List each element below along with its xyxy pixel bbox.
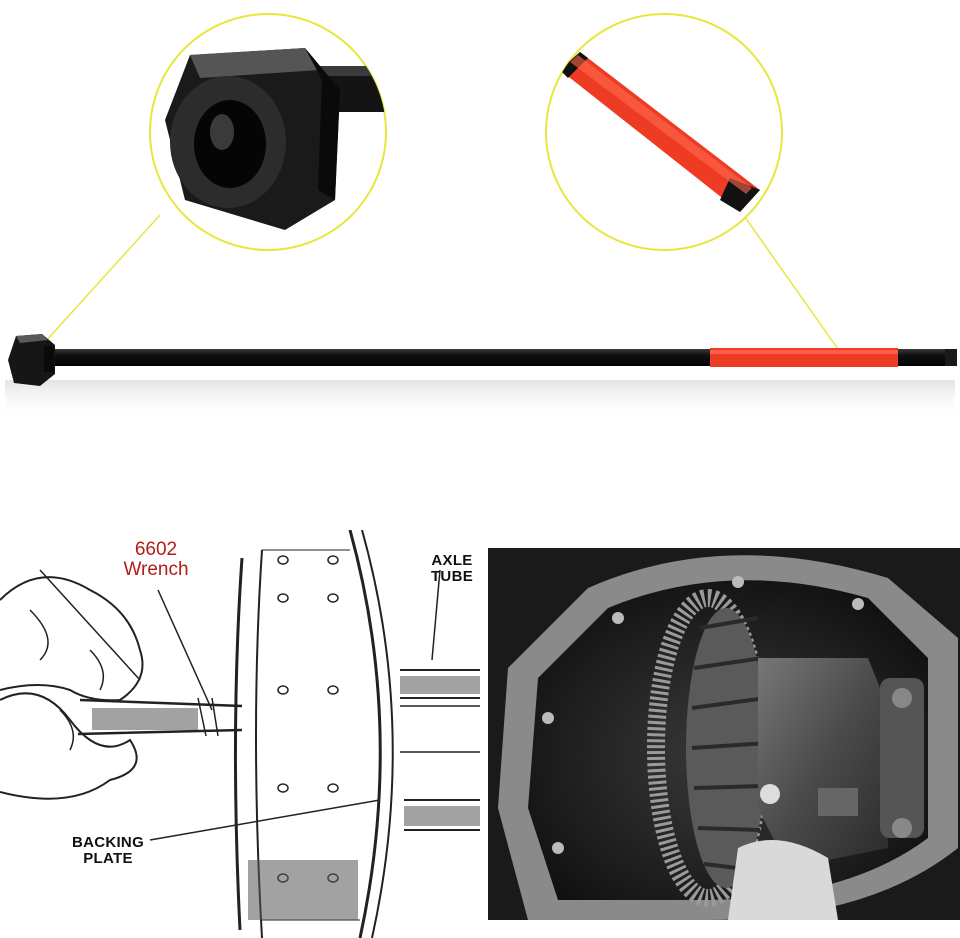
wrench-word: Wrench xyxy=(123,558,189,580)
hex-nut xyxy=(8,334,55,386)
zoom-circle-sleeve xyxy=(545,13,783,251)
product-photo xyxy=(5,13,957,420)
axle-tube-label: AXLE TUBE xyxy=(430,552,474,585)
callout-line-left xyxy=(44,214,161,343)
zoom-circle-nut xyxy=(149,13,387,251)
wrench-label: 6602 Wrench xyxy=(116,540,196,580)
differential-photo xyxy=(488,548,960,920)
wrench-number: 6602 xyxy=(134,539,178,560)
callout-line-right xyxy=(739,209,841,353)
installation-diagram xyxy=(0,530,480,938)
backing-plate-label: BACKING PLATE xyxy=(71,834,145,867)
